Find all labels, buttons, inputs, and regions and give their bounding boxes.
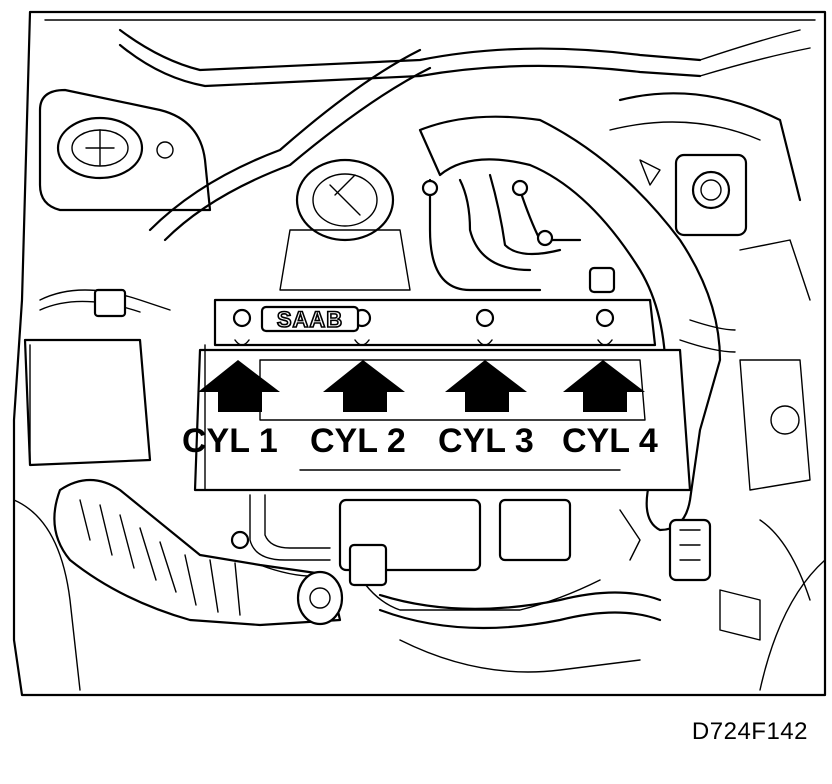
- throttle-body: [279, 158, 411, 291]
- up-arrow-icon: [198, 360, 280, 412]
- cylinder-label-1: CYL 1: [182, 422, 278, 460]
- left-component-box: [23, 288, 171, 467]
- right-side-parts: [719, 239, 811, 641]
- up-arrow-icon: [445, 360, 527, 412]
- air-intake-duct: [53, 479, 344, 627]
- engine-bay-frame: [12, 10, 827, 697]
- coolant-reservoir: [38, 88, 212, 212]
- spark-plug-leads: [421, 173, 616, 294]
- upper-hoses: [118, 28, 811, 242]
- up-arrow-icon: [323, 360, 405, 412]
- up-arrow-icon: [563, 360, 645, 412]
- cylinder-arrows: [198, 360, 645, 412]
- brand-text: SAAB: [277, 307, 343, 332]
- cylinder-label-2: CYL 2: [310, 422, 406, 460]
- brand-plate: SAAB: [260, 305, 360, 333]
- intake-hose-right: [418, 115, 736, 582]
- figure-code: D724F142: [691, 718, 808, 745]
- brake-fluid-reservoir: [609, 92, 802, 237]
- cylinder-labels: CYL 1 CYL 2 CYL 3 CYL 4: [182, 422, 658, 460]
- cylinder-label-4: CYL 4: [562, 422, 658, 460]
- lower-engine-parts: [230, 494, 662, 673]
- cylinder-label-3: CYL 3: [438, 422, 534, 460]
